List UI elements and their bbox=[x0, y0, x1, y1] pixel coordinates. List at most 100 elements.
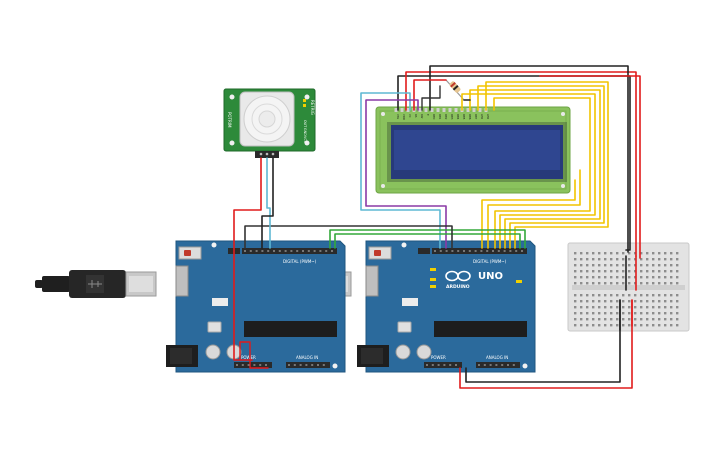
header-pin bbox=[486, 250, 489, 252]
atmega-chip bbox=[434, 321, 527, 337]
breadboard-hole bbox=[574, 324, 577, 327]
breadboard-hole bbox=[592, 282, 595, 285]
breadboard-hole bbox=[676, 306, 679, 309]
breadboard-hole bbox=[652, 312, 655, 315]
breadboard-hole bbox=[580, 258, 583, 261]
breadboard-hole bbox=[586, 318, 589, 321]
lcd-pin-label: DB7 bbox=[474, 114, 478, 120]
header-pin bbox=[457, 250, 460, 252]
resistor[interactable] bbox=[445, 79, 465, 101]
breadboard-hole bbox=[640, 252, 643, 255]
breadboard-hole bbox=[580, 312, 583, 315]
breadboard-hole bbox=[616, 258, 619, 261]
breadboard-hole bbox=[676, 264, 679, 267]
breadboard-hole bbox=[634, 306, 637, 309]
breadboard-hole bbox=[616, 306, 619, 309]
arduino-brand: ARDUINO bbox=[446, 284, 470, 290]
breadboard-hole bbox=[598, 300, 601, 303]
breadboard-hole bbox=[610, 318, 613, 321]
lcd-pin bbox=[454, 108, 458, 112]
header-pin bbox=[278, 250, 281, 252]
breadboard-hole bbox=[604, 312, 607, 315]
breadboard-hole bbox=[652, 306, 655, 309]
header-pin bbox=[307, 250, 310, 252]
lcd-pin bbox=[406, 108, 410, 112]
breadboard-hole bbox=[652, 294, 655, 297]
breadboard-hole bbox=[658, 300, 661, 303]
arduino-uno-right[interactable]: ARDUINO UNO DIGITAL (PWM~) POWER ANALOG … bbox=[357, 240, 536, 373]
breadboard-hole bbox=[628, 252, 631, 255]
breadboard-hole bbox=[646, 282, 649, 285]
lcd-pin-label: VSS bbox=[396, 114, 400, 119]
breadboard-hole bbox=[586, 312, 589, 315]
lcd-pin bbox=[448, 108, 452, 112]
breadboard-hole bbox=[592, 276, 595, 279]
breadboard-hole bbox=[622, 294, 625, 297]
header-pin bbox=[253, 364, 256, 366]
header-pin bbox=[236, 364, 238, 366]
analog-label-right: ANALOG IN bbox=[486, 355, 508, 360]
header-pin bbox=[293, 364, 296, 366]
breadboard[interactable] bbox=[567, 242, 690, 332]
breadboard-hole bbox=[664, 264, 667, 267]
arduino-uno-left[interactable]: DIGITAL (PWM~) POWER ANALOG IN bbox=[166, 240, 346, 373]
header-pin bbox=[431, 364, 434, 366]
header-pin bbox=[317, 364, 319, 366]
breadboard-hole bbox=[670, 312, 673, 315]
arduino-logo: ARDUINO bbox=[445, 270, 471, 290]
breadboard-hole bbox=[592, 318, 595, 321]
breadboard-hole bbox=[604, 276, 607, 279]
breadboard-hole bbox=[574, 294, 577, 297]
breadboard-hole bbox=[604, 294, 607, 297]
digital-label-right: DIGITAL (PWM~) bbox=[473, 259, 507, 264]
breadboard-hole bbox=[658, 258, 661, 261]
breadboard-hole bbox=[646, 258, 649, 261]
breadboard-hole bbox=[676, 270, 679, 273]
breadboard-hole bbox=[634, 318, 637, 321]
breadboard-hole bbox=[676, 282, 679, 285]
header-pin bbox=[259, 364, 262, 366]
breadboard-hole bbox=[670, 324, 673, 327]
breadboard-hole bbox=[586, 252, 589, 255]
digital-header-left bbox=[242, 248, 337, 254]
breadboard-hole bbox=[610, 300, 613, 303]
header-pin bbox=[501, 364, 504, 366]
header-pin bbox=[507, 364, 509, 366]
uno-label: UNO bbox=[478, 271, 503, 282]
breadboard-hole bbox=[670, 258, 673, 261]
pir-pin-label: VCC bbox=[303, 136, 307, 144]
breadboard-hole bbox=[574, 318, 577, 321]
header-pin bbox=[509, 250, 512, 252]
breadboard-hole bbox=[610, 276, 613, 279]
breadboard-hole bbox=[574, 276, 577, 279]
breadboard-hole bbox=[640, 282, 643, 285]
breadboard-hole bbox=[676, 276, 679, 279]
breadboard-hole bbox=[664, 270, 667, 273]
breadboard-hole bbox=[658, 318, 661, 321]
svg-text:RETRIG: RETRIG bbox=[310, 100, 315, 115]
breadboard-hole bbox=[646, 276, 649, 279]
breadboard-hole bbox=[658, 270, 661, 273]
breadboard-hole bbox=[670, 282, 673, 285]
breadboard-hole bbox=[670, 270, 673, 273]
breadboard-hole bbox=[622, 300, 625, 303]
breadboard-hole bbox=[616, 318, 619, 321]
wires bbox=[233, 65, 641, 389]
lcd-pin-label: RW bbox=[420, 114, 424, 119]
breadboard-hole bbox=[574, 252, 577, 255]
breadboard-hole bbox=[676, 252, 679, 255]
breadboard-hole bbox=[592, 300, 595, 303]
breadboard-hole bbox=[676, 300, 679, 303]
breadboard-hole bbox=[580, 306, 583, 309]
breadboard-hole bbox=[652, 258, 655, 261]
pir-pin-label: OUT bbox=[303, 120, 307, 128]
breadboard-hole bbox=[664, 252, 667, 255]
breadboard-hole bbox=[658, 282, 661, 285]
breadboard-hole bbox=[598, 318, 601, 321]
power-label-left: POWER bbox=[241, 355, 256, 360]
breadboard-hole bbox=[604, 252, 607, 255]
header-pin bbox=[261, 250, 264, 252]
